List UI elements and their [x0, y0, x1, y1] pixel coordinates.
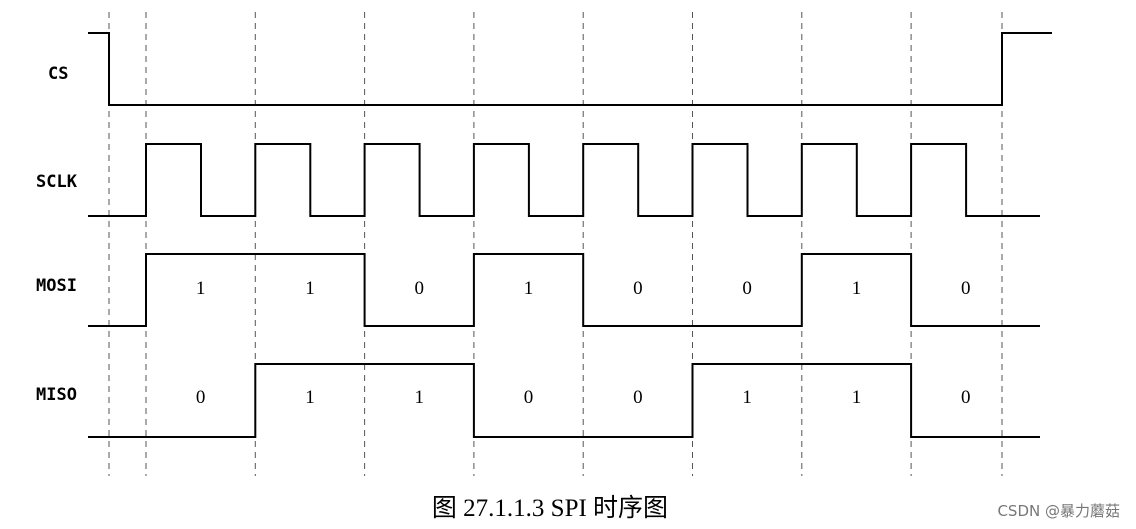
- mosi-bit-value: 0: [742, 278, 752, 299]
- mosi-label: MOSI: [36, 276, 77, 296]
- miso-bit-labels: 0 1 1 0 0 1 1 0: [196, 387, 971, 408]
- miso-bit-value: 0: [961, 387, 971, 408]
- sclk-label: SCLK: [36, 172, 78, 192]
- miso-bit-value: 0: [633, 387, 643, 408]
- watermark: CSDN @暴力蘑菇: [997, 502, 1120, 520]
- mosi-bit-value: 1: [524, 278, 534, 299]
- timing-guide-lines: [108, 12, 1003, 476]
- miso-waveform: [88, 363, 1040, 438]
- cs-waveform: [88, 32, 1052, 106]
- mosi-bit-value: 1: [305, 278, 315, 299]
- mosi-waveform: [88, 253, 1040, 327]
- miso-label: MISO: [36, 385, 77, 405]
- miso-bit-value: 1: [305, 387, 315, 408]
- mosi-bit-value: 0: [633, 278, 643, 299]
- mosi-bit-value: 0: [961, 278, 971, 299]
- miso-bit-value: 0: [524, 387, 534, 408]
- miso-bit-value: 1: [852, 387, 862, 408]
- cs-label: CS: [48, 64, 68, 84]
- mosi-bit-value: 1: [852, 278, 862, 299]
- miso-bit-value: 1: [415, 387, 425, 408]
- miso-bit-value: 1: [742, 387, 752, 408]
- mosi-bit-value: 0: [415, 278, 425, 299]
- miso-bit-value: 0: [196, 387, 206, 408]
- figure-caption: 图 27.1.1.3 SPI 时序图: [432, 494, 668, 522]
- sclk-waveform: [88, 143, 1040, 217]
- mosi-bit-value: 1: [196, 278, 206, 299]
- mosi-bit-labels: 1 1 0 1 0 0 1 0: [196, 278, 971, 299]
